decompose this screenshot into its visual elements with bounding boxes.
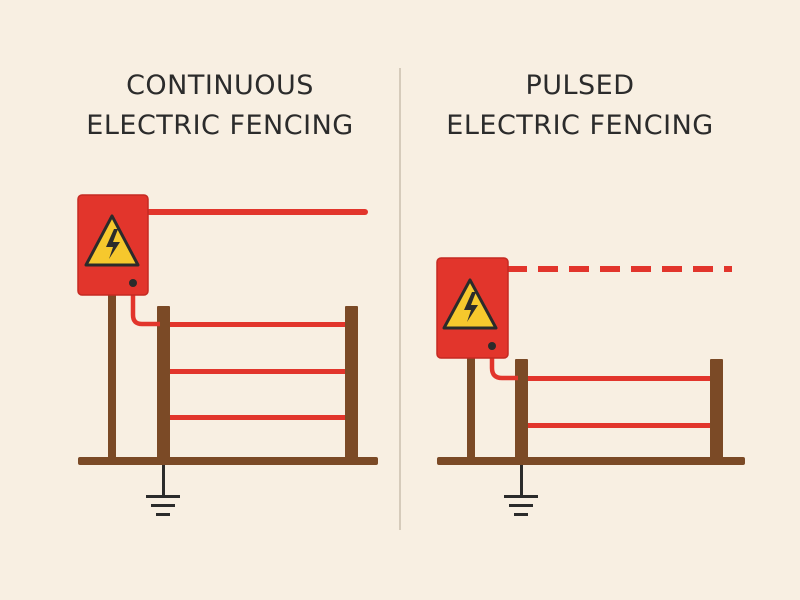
energizer-post xyxy=(467,355,475,458)
ground-line xyxy=(78,457,378,465)
fence-post xyxy=(710,359,723,458)
pulsed-fencing-title: PULSED ELECTRIC FENCING xyxy=(390,66,770,146)
pulsed-title-line1: PULSED xyxy=(525,70,635,101)
continuous-fencing-title: CONTINUOUS ELECTRIC FENCING xyxy=(30,66,410,146)
energizer-post xyxy=(108,292,116,458)
ground-symbol-icon xyxy=(504,465,538,516)
high-voltage-warning-icon xyxy=(442,278,498,330)
connection-lead xyxy=(489,352,518,381)
panel-divider xyxy=(399,68,401,530)
connection-lead xyxy=(130,288,160,327)
fence-wire xyxy=(170,415,345,420)
fence-post xyxy=(515,359,528,458)
terminal-dot xyxy=(488,342,496,350)
pulsed-title-line2: ELECTRIC FENCING xyxy=(446,110,714,141)
continuous-title-line2: ELECTRIC FENCING xyxy=(86,110,354,141)
fence-wire xyxy=(528,376,710,381)
fence-wire xyxy=(528,423,710,428)
terminal-dot xyxy=(129,279,137,287)
high-voltage-warning-icon xyxy=(84,214,140,267)
ground-line xyxy=(437,457,745,465)
continuous-title-line1: CONTINUOUS xyxy=(126,70,314,101)
fence-post xyxy=(157,306,170,458)
ground-symbol-icon xyxy=(146,465,180,516)
fence-post xyxy=(345,306,358,458)
continuous-live-wire xyxy=(146,209,368,215)
fence-wire xyxy=(170,369,345,374)
fence-wire xyxy=(170,322,345,327)
